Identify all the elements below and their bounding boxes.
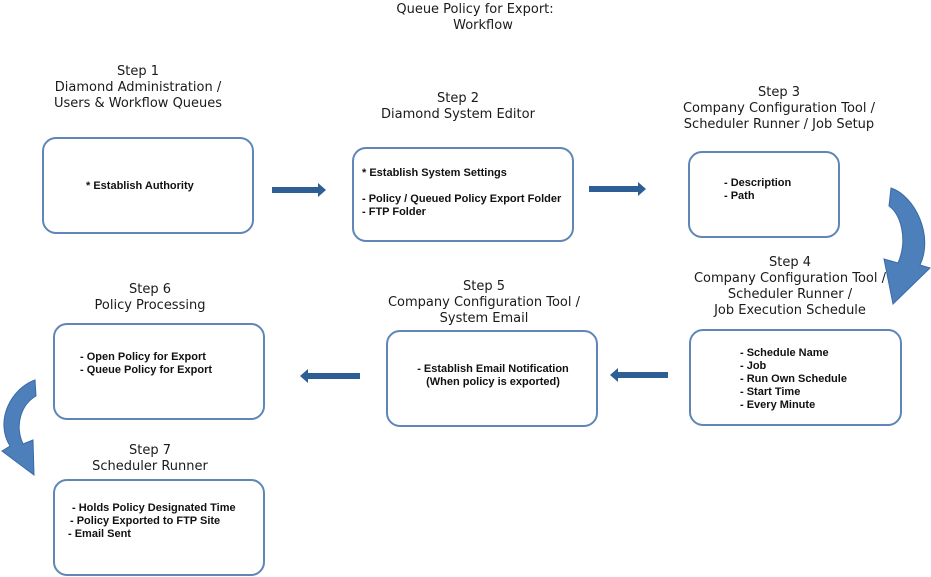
step-7-item: - Holds Policy Designated Time bbox=[72, 502, 236, 514]
step-5-item: - Establish Email Notification bbox=[417, 363, 569, 375]
step-3-item: - Path bbox=[724, 190, 755, 202]
step-2-item: * Establish System Settings bbox=[362, 167, 507, 179]
arrow-left-icon bbox=[300, 369, 360, 383]
step-3-title-line-2: Scheduler Runner / Job Setup bbox=[683, 117, 875, 132]
step-6-box bbox=[53, 323, 265, 420]
step-2-number: Step 2 bbox=[436, 91, 479, 106]
step-6-item: - Queue Policy for Export bbox=[80, 364, 213, 376]
step-7-box bbox=[53, 479, 265, 576]
step-7-title-line-1: Scheduler Runner bbox=[92, 459, 208, 474]
step-6-title-line-1: Policy Processing bbox=[94, 298, 206, 313]
diagram-title: Queue Policy for Export: Workflow bbox=[360, 2, 590, 34]
step-4-item: - Start Time bbox=[740, 386, 801, 398]
step-2-title-line-1: Diamond System Editor bbox=[381, 107, 535, 122]
step-4-item: - Every Minute bbox=[740, 399, 816, 411]
step-2-item: - FTP Folder bbox=[362, 206, 426, 218]
step-5-item: (When policy is exported) bbox=[426, 376, 560, 388]
step-6-number: Step 6 bbox=[128, 282, 171, 297]
step-7-text: - Holds Policy Designated Time - Policy … bbox=[68, 502, 236, 541]
step-4-title-line-2: Scheduler Runner / bbox=[727, 287, 853, 302]
step-4-item: - Job bbox=[740, 360, 767, 372]
step-3-number: Step 3 bbox=[757, 85, 800, 100]
step-3-title-line-1: Company Configuration Tool / bbox=[682, 101, 876, 116]
step-5-number: Step 5 bbox=[462, 279, 505, 294]
step-1-heading: Step 1 Diamond Administration / Users & … bbox=[48, 64, 228, 112]
step-4-text: - Schedule Name - Job - Run Own Schedule… bbox=[740, 347, 847, 412]
step-1-title-line-2: Users & Workflow Queues bbox=[53, 96, 223, 111]
step-7-number: Step 7 bbox=[128, 443, 171, 458]
step-3-text: - Description - Path bbox=[724, 177, 791, 203]
step-4-heading: Step 4 Company Configuration Tool / Sche… bbox=[680, 255, 900, 319]
step-1-number: Step 1 bbox=[116, 64, 159, 79]
step-2-item: - Policy / Queued Policy Export Folder bbox=[362, 193, 562, 205]
step-1-text: * Establish Authority bbox=[86, 180, 194, 193]
step-1-box bbox=[42, 137, 254, 234]
step-4-title-line-3: Job Execution Schedule bbox=[714, 303, 866, 318]
step-4-title-line-1: Company Configuration Tool / bbox=[693, 271, 887, 286]
step-7-item: - Email Sent bbox=[68, 528, 131, 540]
title-line-2: Workflow bbox=[453, 18, 513, 33]
step-6-item: - Open Policy for Export bbox=[80, 351, 206, 363]
step-6-heading: Step 6 Policy Processing bbox=[65, 282, 235, 314]
step-5-title-line-2: System Email bbox=[439, 311, 529, 326]
arrow-right-icon bbox=[272, 183, 326, 197]
step-2-text: * Establish System Settings - Policy / Q… bbox=[362, 167, 561, 219]
step-1-title-line-1: Diamond Administration / bbox=[54, 80, 222, 95]
step-2-heading: Step 2 Diamond System Editor bbox=[368, 91, 548, 123]
step-2-box bbox=[352, 147, 574, 242]
curved-arrow-down-icon bbox=[883, 187, 931, 305]
step-4-box bbox=[689, 329, 902, 426]
step-5-title-line-1: Company Configuration Tool / bbox=[387, 295, 581, 310]
step-5-text: - Establish Email Notification (When pol… bbox=[408, 363, 578, 389]
step-7-item: - Policy Exported to FTP Site bbox=[70, 515, 221, 527]
step-1-item: * Establish Authority bbox=[86, 180, 194, 192]
step-3-box bbox=[688, 151, 840, 238]
title-line-1: Queue Policy for Export: bbox=[396, 2, 554, 17]
arrow-right-icon bbox=[589, 182, 646, 196]
step-3-item: - Description bbox=[724, 177, 792, 189]
step-4-item: - Run Own Schedule bbox=[740, 373, 847, 385]
step-4-item: - Schedule Name bbox=[740, 347, 829, 359]
step-3-heading: Step 3 Company Configuration Tool / Sche… bbox=[664, 85, 894, 133]
step-5-box bbox=[386, 330, 598, 427]
curved-arrow-down-icon bbox=[1, 379, 37, 477]
step-7-heading: Step 7 Scheduler Runner bbox=[65, 443, 235, 475]
step-6-text: - Open Policy for Export - Queue Policy … bbox=[80, 351, 212, 377]
step-5-heading: Step 5 Company Configuration Tool / Syst… bbox=[374, 279, 594, 327]
arrow-left-icon bbox=[610, 368, 668, 382]
step-4-number: Step 4 bbox=[768, 255, 811, 270]
